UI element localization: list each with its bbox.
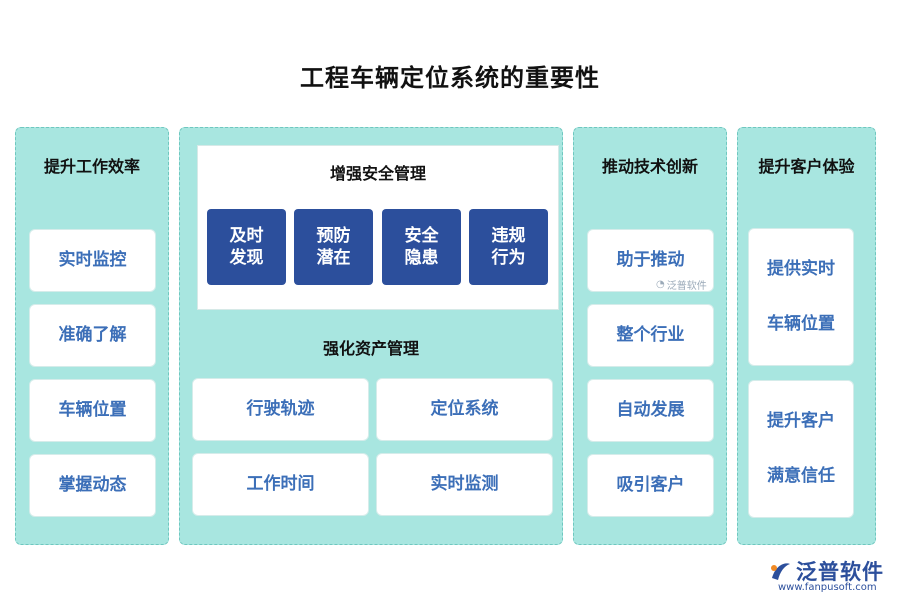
safety-box-line2: 隐患: [404, 248, 439, 268]
panel-heading: 提升客户体验: [758, 157, 855, 176]
panel-customer-experience: 提升客户体验 提供实时车辆位置 提升客户满意信任: [737, 127, 876, 545]
diagram-title: 工程车辆定位系统的重要性: [300, 64, 600, 92]
logo-icon: [771, 563, 790, 580]
panel-heading: 提升工作效率: [43, 157, 140, 176]
customer-card: 提供实时车辆位置: [748, 228, 854, 366]
asset-card: 实时监测: [376, 453, 553, 516]
brand-logo: 泛普软件: [768, 556, 884, 586]
panel-tech-innovation: 推动技术创新 助于推动 整个行业 自动发展 吸引客户: [573, 127, 727, 545]
safety-box-line1: 安全: [404, 225, 439, 246]
safety-box-line2: 发现: [229, 248, 264, 268]
watermark-icon: ◔: [656, 279, 665, 290]
customer-card-line2: 满意信任: [767, 465, 835, 486]
card-item: 自动发展: [587, 379, 714, 442]
safety-box-line2: 潜在: [316, 248, 351, 268]
watermark: ◔ 泛普软件: [656, 277, 707, 292]
card-item: 准确了解: [29, 304, 156, 367]
customer-card: 提升客户满意信任: [748, 380, 854, 518]
panel-safety-assets: 增强安全管理 及时发现 预防潜在 安全隐患 违规行为 强化资产管理 行驶轨迹 定…: [179, 127, 563, 545]
customer-card-line1: 提供实时: [767, 259, 835, 280]
safety-box-line1: 及时: [229, 225, 264, 246]
customer-card-line1: 提升客户: [767, 411, 835, 432]
watermark-text: 泛普软件: [666, 281, 707, 292]
card-item: 车辆位置: [29, 379, 156, 442]
asset-card: 行驶轨迹: [192, 378, 369, 441]
logo-name: 泛普软件: [796, 560, 884, 584]
assets-heading: 强化资产管理: [322, 339, 419, 358]
card-item: 吸引客户: [587, 454, 714, 517]
safety-heading: 增强安全管理: [329, 164, 426, 183]
asset-card: 工作时间: [192, 453, 369, 516]
safety-section: 增强安全管理 及时发现 预防潜在 安全隐患 违规行为: [197, 145, 559, 310]
safety-box: 安全隐患: [382, 209, 461, 285]
safety-box-line1: 预防: [316, 225, 351, 246]
panel-heading: 推动技术创新: [601, 157, 698, 176]
safety-box-line2: 行为: [491, 248, 526, 268]
card-item: 整个行业: [587, 304, 714, 367]
logo-url: www.fanpusoft.com: [778, 582, 877, 593]
safety-box: 预防潜在: [294, 209, 373, 285]
safety-box-line1: 违规: [491, 225, 526, 246]
panel-work-efficiency: 提升工作效率 实时监控 准确了解 车辆位置 掌握动态: [15, 127, 169, 545]
card-item: 助于推动: [587, 229, 714, 292]
customer-card-line2: 车辆位置: [767, 313, 835, 334]
card-item: 实时监控: [29, 229, 156, 292]
card-item: 掌握动态: [29, 454, 156, 517]
safety-box: 及时发现: [207, 209, 286, 285]
asset-card: 定位系统: [376, 378, 553, 441]
safety-box: 违规行为: [469, 209, 548, 285]
